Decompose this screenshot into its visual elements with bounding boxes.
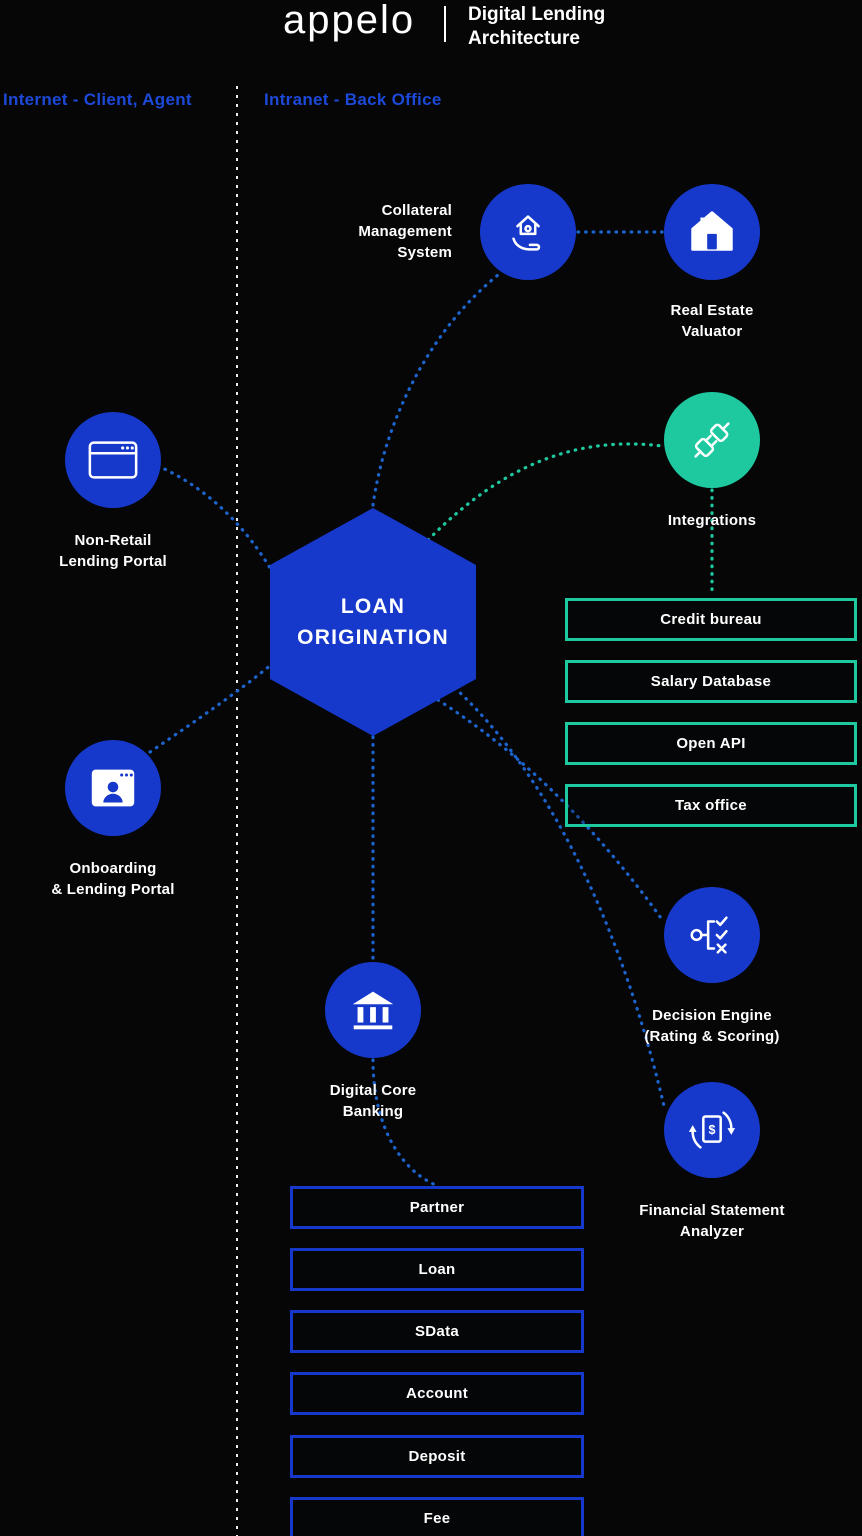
link-hexagon-collateral bbox=[371, 273, 500, 507]
bank-icon bbox=[346, 983, 400, 1037]
plug-icon bbox=[685, 413, 739, 467]
core-banking-box-label: Partner bbox=[409, 1199, 465, 1216]
integration-box-credit-bureau: Credit bureau bbox=[565, 598, 857, 641]
checklist-icon bbox=[685, 908, 739, 962]
core-banking-box-label: SData bbox=[414, 1323, 460, 1340]
svg-text:$: $ bbox=[709, 1123, 716, 1137]
onboarding-portal-label: Onboarding & Lending Portal bbox=[51, 860, 175, 898]
link-onboarding-hexagon bbox=[148, 662, 274, 754]
integration-box-label: Tax office bbox=[675, 797, 747, 814]
loan-origination-label: LOAN ORIGINATION bbox=[297, 594, 449, 650]
core-banking-box-deposit: Deposit bbox=[290, 1435, 584, 1478]
browser-window-icon bbox=[86, 438, 140, 482]
integration-box-tax-office: Tax office bbox=[565, 784, 857, 827]
financial-statement-analyzer-node: $ bbox=[664, 1082, 760, 1178]
appelo-logo: appelo bbox=[283, 0, 416, 42]
core-banking-box-label: Account bbox=[405, 1385, 469, 1402]
real-estate-valuator-label: Real Estate Valuator bbox=[670, 302, 754, 340]
house-in-hand-icon bbox=[501, 205, 555, 259]
integration-box-label: Open API bbox=[676, 735, 746, 752]
page-title-line2: Architecture bbox=[468, 27, 580, 49]
core-banking-box-account: Account bbox=[290, 1372, 584, 1415]
house-icon bbox=[685, 205, 739, 259]
digital-core-banking-node bbox=[325, 962, 421, 1058]
collateral-management-label: Collateral Management System bbox=[358, 202, 452, 261]
collateral-management-node bbox=[480, 184, 576, 280]
link-corebanking-partner bbox=[371, 1058, 440, 1188]
integrations-node bbox=[664, 392, 760, 488]
browser-user-icon bbox=[86, 766, 140, 810]
decision-engine-node bbox=[664, 887, 760, 983]
non-retail-portal-node bbox=[65, 412, 161, 508]
digital-core-banking-label: Digital Core Banking bbox=[329, 1082, 417, 1120]
logo-divider bbox=[444, 6, 446, 42]
core-banking-box-label: Deposit bbox=[408, 1448, 466, 1465]
onboarding-portal-node bbox=[65, 740, 161, 836]
page-title-line1: Digital Lending bbox=[468, 4, 606, 25]
integration-box-open-api: Open API bbox=[565, 722, 857, 765]
integration-box-salary-database: Salary Database bbox=[565, 660, 857, 703]
zone-label-intranet: Intranet - Back Office bbox=[264, 90, 442, 109]
integrations-label: Integrations bbox=[667, 512, 757, 529]
real-estate-valuator-node bbox=[664, 184, 760, 280]
decision-engine-label: Decision Engine (Rating & Scoring) bbox=[644, 1007, 780, 1045]
integration-box-label: Credit bureau bbox=[660, 611, 762, 628]
integration-box-label: Salary Database bbox=[650, 673, 772, 690]
page-title: Digital Lending Architecture bbox=[468, 3, 605, 51]
non-retail-portal-label: Non-Retail Lending Portal bbox=[59, 532, 167, 570]
financial-statement-analyzer-label: Financial Statement Analyzer bbox=[639, 1202, 785, 1240]
core-banking-box-label: Loan bbox=[418, 1261, 456, 1278]
core-banking-box-sdata: SData bbox=[290, 1310, 584, 1353]
document-refresh-icon: $ bbox=[685, 1103, 739, 1157]
zone-label-internet: Internet - Client, Agent bbox=[3, 90, 192, 109]
core-banking-box-loan: Loan bbox=[290, 1248, 584, 1291]
core-banking-box-partner: Partner bbox=[290, 1186, 584, 1229]
core-banking-box-label: Fee bbox=[423, 1510, 451, 1527]
loan-origination-hexagon: LOAN ORIGINATION bbox=[270, 508, 476, 736]
core-banking-box-fee: Fee bbox=[290, 1497, 584, 1536]
